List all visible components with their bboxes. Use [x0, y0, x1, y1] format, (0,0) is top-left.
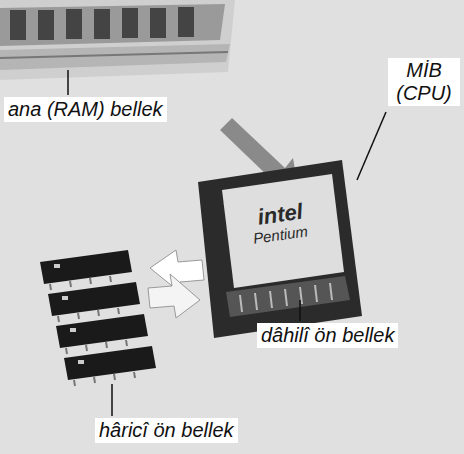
cache-arrows — [148, 250, 204, 318]
part-label: hâricî ön bellek — [95, 418, 238, 443]
part-label: dâhilî ön bellek — [257, 323, 398, 348]
leader-line — [299, 300, 301, 321]
ram-module — [0, 0, 235, 80]
leader-line — [67, 70, 69, 95]
cache-chips — [40, 250, 156, 386]
leader-line — [357, 112, 386, 180]
part-label: MİB (CPU) — [388, 58, 460, 106]
cpu-chip — [198, 160, 362, 338]
leader-line — [111, 384, 113, 416]
part-label: ana (RAM) bellek — [4, 97, 167, 122]
